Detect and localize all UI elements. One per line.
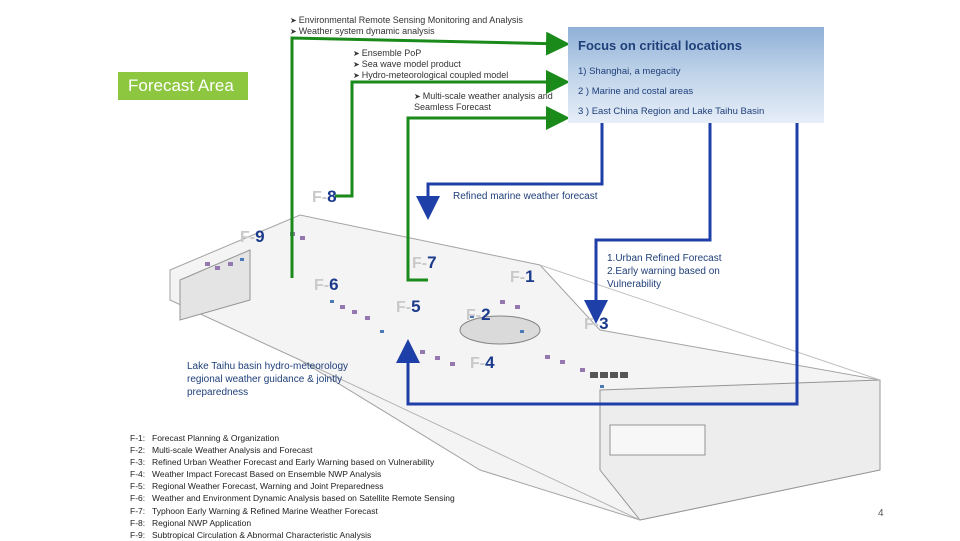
focus-title: Focus on critical locations [578, 38, 742, 53]
legend-row: F-1:Forecast Planning & Organization [130, 433, 280, 443]
floor-label-f2: F-2 [466, 305, 491, 324]
refined-marine-label: Refined marine weather forecast [453, 191, 598, 202]
legend-row: F-8:Regional NWP Application [130, 517, 252, 528]
legend-row: F-2:Multi-scale Weather Analysis and For… [130, 445, 313, 456]
legend-row: F-6:Weather and Environment Dynamic Anal… [130, 493, 455, 504]
blue-arrows [396, 123, 799, 406]
legend-row: F-9:Subtropical Circulation & Abnormal C… [130, 529, 372, 540]
green-arrows [290, 31, 570, 282]
top-bullet-2: ➤Weather system dynamic analysis [290, 26, 435, 36]
top-bullet-1: ➤Environmental Remote Sensing Monitoring… [290, 15, 523, 25]
floor-plan-illustration [169, 214, 881, 521]
legend-list: F-1:Forecast Planning & Organization F-2… [130, 432, 455, 541]
floor-label-f6: F-6 [314, 275, 339, 294]
mid-bullet-3: ➤Hydro-meteorological coupled model [353, 70, 509, 80]
floor-label-f3: F-3 [584, 314, 609, 333]
floor-label-f9: F-9 [240, 227, 265, 246]
page-number: 4 [878, 508, 884, 519]
focus-item-1: 1) Shanghai, a megacity [578, 66, 681, 77]
mid-bullet-1: ➤Ensemble PoP [353, 48, 422, 58]
floor-label-f4: F-4 [470, 353, 495, 372]
legend-row: F-7:Typhoon Early Warning & Refined Mari… [130, 505, 378, 516]
legend-row: F-4:Weather Impact Forecast Based on Ens… [130, 469, 382, 480]
focus-item-2: 2 ) Marine and costal areas [578, 86, 694, 97]
mid-bullet-2: ➤Sea wave model product [353, 59, 461, 69]
legend-row: F-3:Refined Urban Weather Forecast and E… [130, 457, 435, 468]
floor-label-f8: F-8 [312, 187, 337, 206]
legend-row: F-5:Regional Weather Forecast, Warning a… [130, 481, 384, 492]
focus-item-3: 3 ) East China Region and Lake Taihu Bas… [578, 106, 765, 117]
floor-label-f7: F-7 [412, 253, 437, 272]
forecast-area-label: Forecast Area [118, 72, 248, 100]
floor-label-f1: F-1 [510, 267, 535, 286]
focus-box [568, 27, 824, 123]
floor-label-f5: F-5 [396, 297, 421, 316]
